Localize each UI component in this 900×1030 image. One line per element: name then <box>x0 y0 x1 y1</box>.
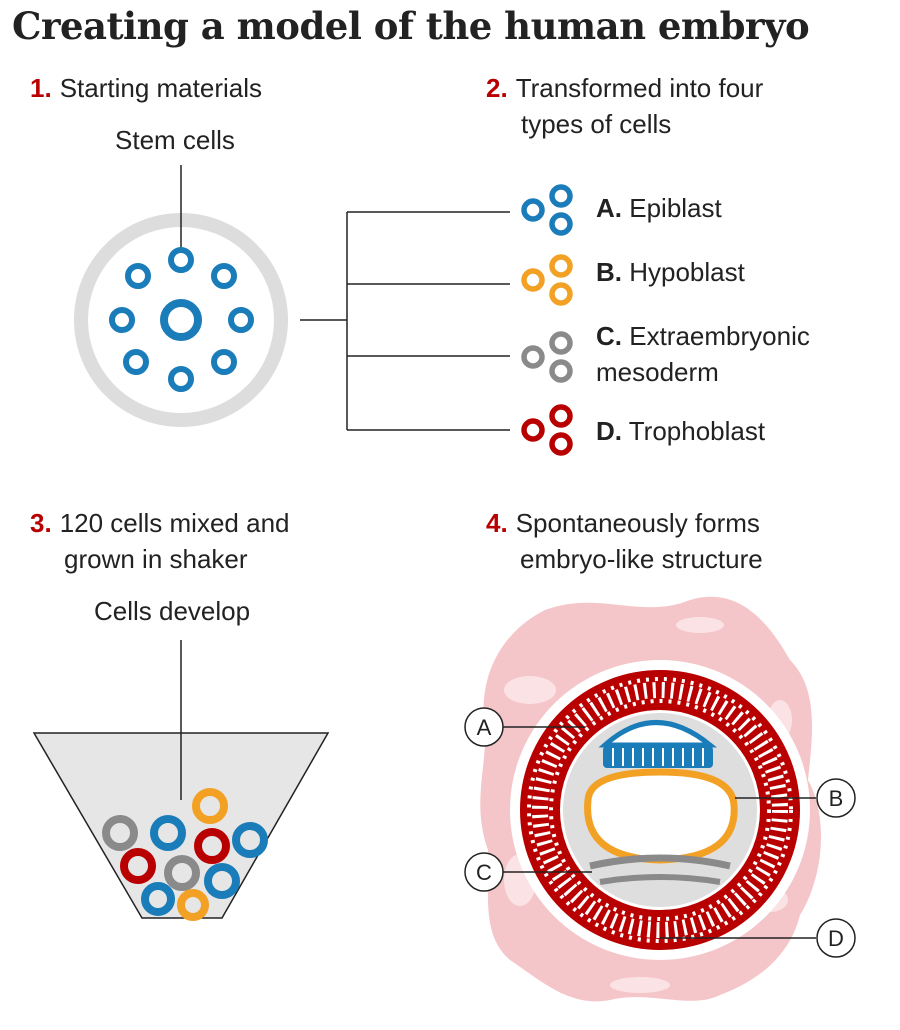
stem-cell <box>109 307 135 333</box>
cell-type-b-name: Hypoblast <box>629 257 745 287</box>
step-3-heading: 3.120 cells mixed and grown in shaker <box>30 505 290 577</box>
cell-type-c-label: C. Extraembryonic mesoderm <box>596 318 810 390</box>
callout-c: C <box>464 852 504 892</box>
step-3-text-line2: grown in shaker <box>64 544 248 574</box>
stem-cell <box>160 299 202 341</box>
petri-dish <box>74 165 288 427</box>
step-4-number: 4. <box>486 508 508 538</box>
epiblast-layer <box>603 746 713 768</box>
step-4-text-line2: embryo-like structure <box>520 544 763 574</box>
embryo-structure <box>480 596 822 1002</box>
cell-type-d-letter: D. <box>596 416 622 446</box>
stem-cell <box>211 263 237 289</box>
hypoblast-layer <box>584 768 738 864</box>
cell-type-a-letter: A. <box>596 193 622 223</box>
stem-cells-group <box>109 247 254 392</box>
stem-cells-label: Stem cells <box>115 125 235 155</box>
step-3-text-line1: 120 cells mixed and <box>59 508 290 538</box>
stem-cell <box>168 247 194 273</box>
step-3-number: 3. <box>30 508 52 538</box>
cell-type-a-label: A. Epiblast <box>596 190 722 226</box>
mesoderm-layer <box>589 854 731 870</box>
callout-c-text: C <box>476 860 492 885</box>
cell-type-d-name: Trophoblast <box>628 416 766 446</box>
cell-type-b-letter: B. <box>596 257 622 287</box>
stem-cell <box>211 349 237 375</box>
callout-b: B <box>816 778 856 818</box>
cell-type-c-letter: C. <box>596 321 622 351</box>
mesoderm-cells-icon <box>521 331 573 383</box>
stem-cell <box>228 307 254 333</box>
cell-type-d-label: D. Trophoblast <box>596 413 765 449</box>
callout-a: A <box>464 707 504 747</box>
mixed-cells-group <box>102 788 268 921</box>
step-1-heading: 1.Starting materials <box>30 70 262 106</box>
stem-cell <box>123 349 149 375</box>
step-4-text-line1: Spontaneously forms <box>515 508 760 538</box>
step-1-text: Starting materials <box>59 73 262 103</box>
hypoblast-cells-icon <box>521 254 573 306</box>
cell-type-a-name: Epiblast <box>629 193 722 223</box>
cell-type-b-label: B. Hypoblast <box>596 254 745 290</box>
cell-type-c-name-line1: Extraembryonic <box>629 321 810 351</box>
step-4-heading: 4.Spontaneously forms embryo-like struct… <box>486 505 763 577</box>
cells-develop-label: Cells develop <box>94 596 251 626</box>
cell-icons <box>521 184 573 456</box>
step-2-text-line2: types of cells <box>521 109 672 139</box>
step-2-text-line1: Transformed into four <box>515 73 764 103</box>
callout-a-text: A <box>477 715 492 740</box>
step-2-heading: 2.Transformed into four types of cells <box>486 70 763 142</box>
callout-lines <box>503 726 816 939</box>
stem-cell <box>125 263 151 289</box>
trophoblast-cells-icon <box>521 404 573 456</box>
page-title: Creating a model of the human embryo <box>12 4 810 48</box>
step-2-number: 2. <box>486 73 508 103</box>
callout-d-text: D <box>828 926 844 951</box>
callout-b-text: B <box>829 786 844 811</box>
shaker-vessel <box>32 640 330 921</box>
branch-connector <box>300 211 510 431</box>
cell-type-c-name-line2: mesoderm <box>596 357 719 387</box>
stem-cell <box>168 366 194 392</box>
step-1-number: 1. <box>30 73 52 103</box>
callout-d: D <box>816 918 856 958</box>
epiblast-cells-icon <box>521 184 573 236</box>
